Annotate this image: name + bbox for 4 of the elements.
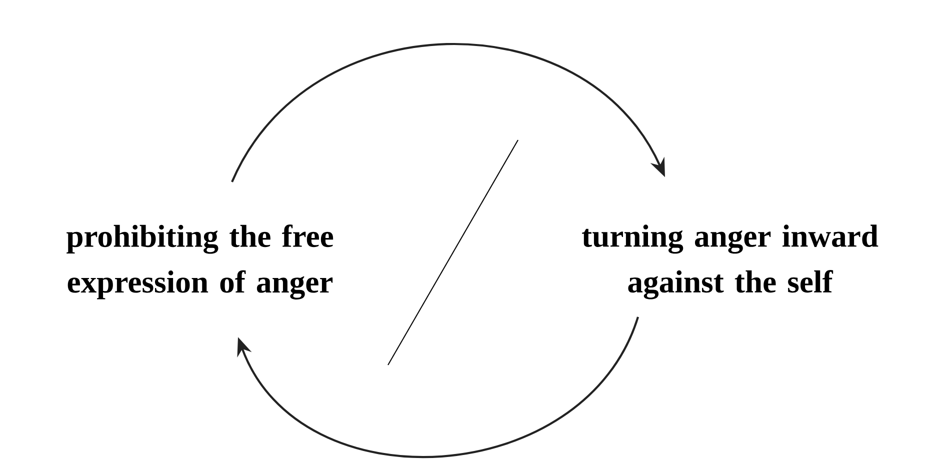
curved-arrow — [237, 316, 639, 458]
curved-arrow — [231, 43, 665, 182]
text-label: prohibiting the free expression of anger — [66, 224, 334, 300]
text-label: turning anger inward against the self — [582, 224, 878, 300]
